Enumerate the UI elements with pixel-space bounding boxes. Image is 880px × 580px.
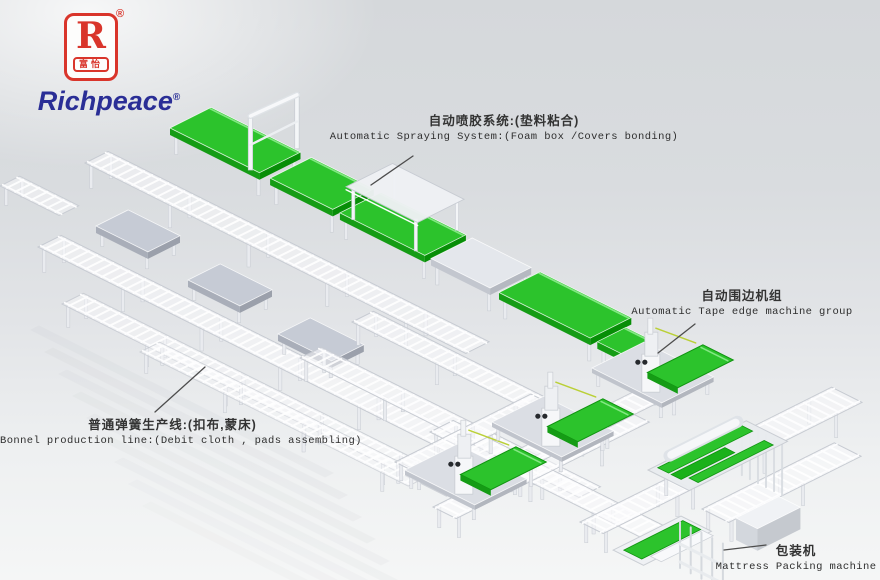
annotation-packing-cn: 包装机 [775, 544, 817, 558]
floor-shadows [30, 325, 398, 580]
brand-name: Richpeace [37, 86, 173, 116]
brand-wordmark: Richpeace® [24, 84, 194, 115]
annotation-packing-en: Mattress Packing machine [715, 561, 877, 573]
tape-edge-machine-station [491, 371, 635, 472]
mattress-packing-machine [611, 415, 802, 580]
logo-chinese-name: 富怡 [72, 57, 109, 72]
annotation-tape-edge-en: Automatic Tape edge machine group [631, 306, 853, 318]
richpeace-logo-mark: R 富怡 [64, 13, 118, 81]
annotation-packing-machine: 包装机 Mattress Packing machine [712, 540, 880, 573]
annotation-bonnel-line: 普通弹簧生产线:(扣布,蒙床) Bonnel production line:(… [0, 414, 362, 447]
annotation-spraying-en: Automatic Spraying System:(Foam box /Cov… [329, 131, 679, 143]
richpeace-logo: R 富怡 ® Richpeace® [24, 8, 194, 115]
annotation-spraying-cn: 自动喷胶系统:(垫料粘合) [428, 114, 580, 128]
tape-edge-machine-station [591, 317, 735, 418]
bonnel-pad-tables [95, 209, 365, 378]
annotation-tape-edge-cn: 自动围边机组 [701, 289, 783, 303]
logo-r-letter: R [76, 15, 106, 57]
annotation-spraying-system: 自动喷胶系统:(垫料粘合) Automatic Spraying System:… [324, 110, 684, 143]
annotation-bonnel-en: Bonnel production line:(Debit cloth , pa… [0, 435, 362, 447]
registered-trademark-icon: ® [172, 92, 181, 103]
registered-trademark-icon: ® [116, 8, 125, 20]
annotation-bonnel-cn: 普通弹簧生产线:(扣布,蒙床) [88, 418, 257, 432]
annotation-tape-edge-group: 自动围边机组 Automatic Tape edge machine group [617, 285, 867, 318]
annotation-leader-lines [154, 155, 767, 551]
tape-edge-machine-station [404, 419, 548, 520]
bonnel-production-line [0, 150, 491, 497]
